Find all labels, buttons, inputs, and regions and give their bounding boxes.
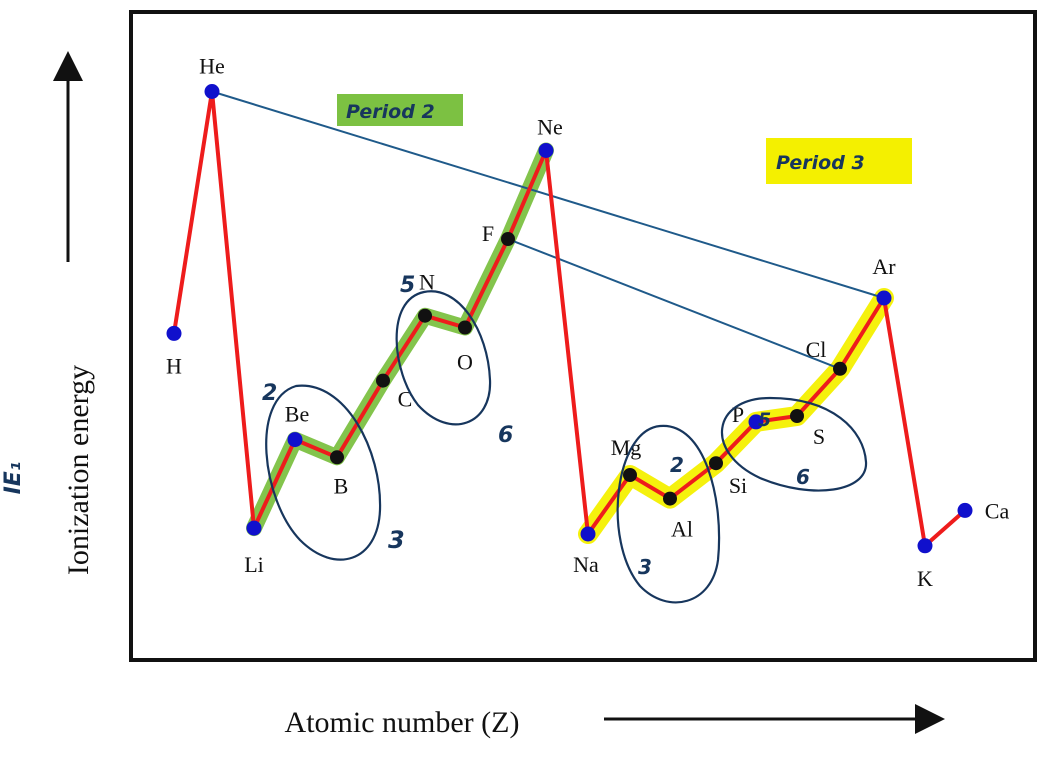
mark-mg: 2 — [670, 453, 684, 477]
plot-frame — [129, 10, 1037, 662]
data-points — [166, 84, 973, 554]
data-point-s — [790, 409, 804, 423]
element-label-al: Al — [671, 517, 693, 542]
mark-n: 5 — [400, 273, 415, 298]
circle-p-s — [721, 396, 868, 492]
element-label-n: N — [419, 270, 435, 295]
data-point-f — [501, 232, 515, 246]
data-point-n — [418, 308, 432, 323]
period-2-label: Period 2 — [346, 101, 435, 123]
data-point-al — [663, 491, 677, 506]
data-point-c — [376, 373, 390, 388]
data-point-h — [166, 325, 182, 341]
data-point-b — [330, 450, 344, 465]
element-label-h: H — [166, 353, 182, 378]
mark-be: 2 — [262, 381, 277, 406]
data-point-ar — [876, 290, 892, 306]
hand-drawn-circles — [265, 290, 868, 604]
element-label-c: C — [398, 387, 413, 412]
data-point-mg — [623, 468, 637, 482]
mark-b: 3 — [388, 526, 405, 554]
element-label-ar: Ar — [872, 254, 896, 279]
data-point-be — [287, 432, 303, 448]
mark-s: 6 — [796, 465, 810, 489]
ie1-side-annotation: IE₁ — [1, 462, 26, 495]
trend-line-f-cl — [507, 238, 841, 370]
element-label-na: Na — [573, 552, 599, 577]
data-point-ca — [957, 502, 973, 518]
mark-p: 5 — [758, 409, 771, 431]
period-2-label-background — [337, 94, 463, 126]
data-point-na — [580, 526, 596, 542]
trend-line-he-ar — [211, 90, 885, 299]
period-3-label: Period 3 — [776, 152, 865, 174]
data-point-si — [709, 456, 723, 471]
element-label-li: Li — [244, 552, 264, 577]
element-label-ne: Ne — [537, 115, 563, 140]
trend-lines — [211, 90, 885, 370]
element-label-f: F — [482, 221, 494, 246]
mark-o: 6 — [498, 423, 513, 448]
circle-mg-al — [616, 424, 721, 604]
y-axis-label: Ionization energy — [62, 365, 95, 575]
element-label-k: K — [917, 566, 933, 591]
data-point-p — [748, 414, 764, 430]
data-point-k — [917, 538, 933, 554]
element-label-o: O — [457, 350, 473, 375]
element-label-si: Si — [729, 473, 747, 498]
element-label-cl: Cl — [806, 337, 827, 362]
element-label-s: S — [813, 424, 825, 449]
element-label-b: B — [334, 473, 349, 498]
circle-be-b — [265, 384, 382, 561]
circle-n-o — [395, 290, 492, 426]
data-point-ne — [538, 143, 554, 158]
data-point-cl — [833, 361, 847, 376]
element-label-ca: Ca — [985, 498, 1010, 523]
ionization-energy-line — [172, 89, 967, 548]
data-point-he — [204, 84, 220, 99]
data-point-li — [246, 520, 262, 536]
element-label-be: Be — [285, 402, 309, 427]
element-label-he: He — [199, 54, 225, 79]
x-axis-label: Atomic number (Z) — [285, 706, 520, 739]
mark-al: 3 — [638, 555, 652, 579]
data-point-o — [458, 320, 472, 335]
period-3-label-background — [766, 138, 912, 184]
